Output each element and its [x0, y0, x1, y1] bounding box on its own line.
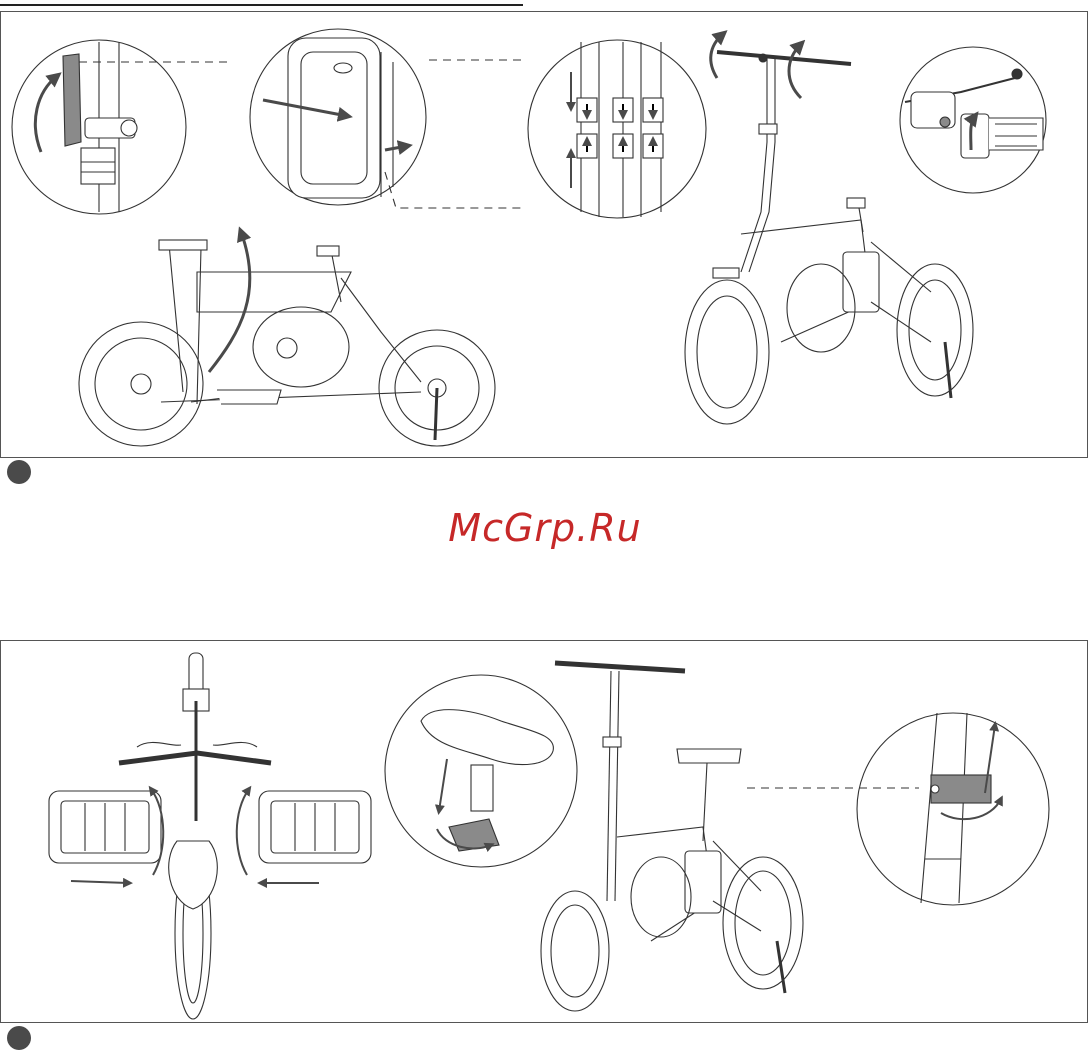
watermark: McGrp.Ru [0, 506, 1090, 550]
stem-clamp-detail-icon [857, 713, 1049, 905]
step-2-illustration [1, 641, 1087, 1022]
step-1-illustration [1, 12, 1087, 457]
step-1-panel [0, 11, 1088, 458]
pedals-front-view-icon [49, 653, 371, 1019]
battery-detail-icon [250, 29, 523, 208]
cable-direction-detail-icon [528, 40, 706, 218]
header-rule [0, 4, 523, 6]
step-1-marker [7, 460, 31, 484]
step-2-panel [0, 640, 1088, 1023]
brake-lever-detail-icon [900, 47, 1046, 193]
unfolded-bike-with-seat-icon [541, 663, 919, 1011]
hinge-latch-detail-icon [12, 40, 231, 214]
step-2-marker [7, 1026, 31, 1050]
seat-clamp-detail-icon [385, 675, 577, 867]
folded-bike-icon [79, 232, 495, 446]
